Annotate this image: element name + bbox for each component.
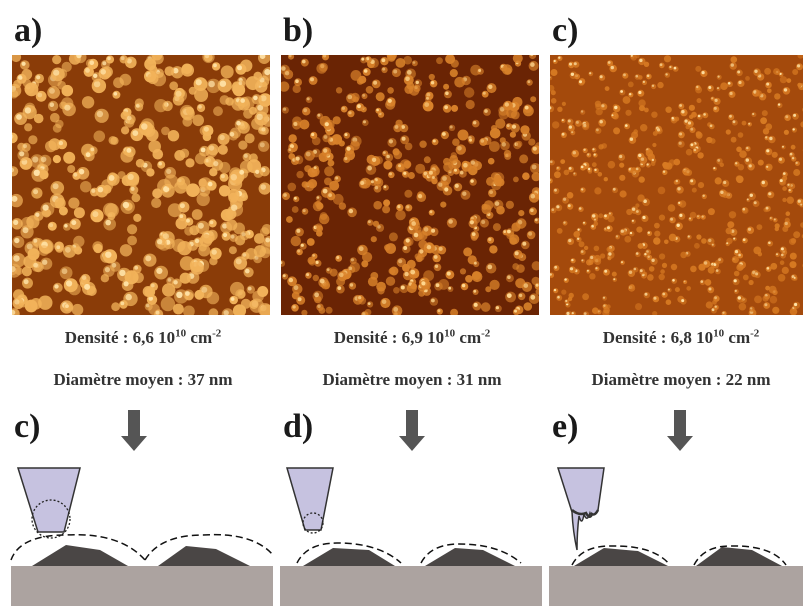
diameter-text-c: Diamètre moyen : 22 nm (591, 370, 771, 389)
tip-scheme-fine (546, 410, 803, 606)
density-text-a: Densité : 6,6 1010 cm-2 (64, 327, 222, 347)
panel-label-c: c) (552, 12, 579, 49)
afm-tip (556, 467, 605, 551)
diameter-text-b: Diamètre moyen : 31 nm (322, 370, 502, 389)
dashed-profile-2 (144, 533, 274, 561)
island-1 (303, 548, 395, 566)
arrow-down-icon (399, 410, 425, 451)
island-2 (425, 548, 515, 566)
dashed-profile-1 (296, 542, 402, 564)
arrow-down-icon (121, 410, 147, 451)
tip-scheme-large (8, 410, 274, 606)
afm-image-b (281, 55, 539, 315)
afm-image-a (12, 55, 270, 315)
diameter-text-a: Diamètre moyen : 37 nm (53, 370, 233, 389)
tip-scheme-medium (277, 410, 542, 606)
density-text-c: Densité : 6,8 1010 cm-2 (602, 327, 760, 347)
dashed-profile-2 (420, 543, 522, 564)
arrow-down-icon (667, 410, 693, 451)
dashed-profile-2 (693, 545, 787, 566)
substrate (11, 566, 273, 606)
afm-tip (16, 467, 81, 533)
afm-tip (286, 467, 334, 531)
tip-contaminant (571, 509, 600, 518)
afm-image-c (550, 55, 803, 315)
island-2 (696, 547, 782, 566)
substrate (280, 566, 542, 606)
scheme-label-e: e) (552, 408, 579, 445)
scheme-label-c: c) (14, 408, 41, 445)
island-1 (32, 545, 128, 566)
island-1 (574, 548, 668, 566)
panel-label-b: b) (283, 12, 314, 49)
tip-apex-circle (31, 499, 71, 539)
scheme-label-d: d) (283, 408, 314, 445)
substrate (549, 566, 803, 606)
island-2 (158, 546, 250, 566)
panel-label-a: a) (14, 12, 43, 49)
density-text-b: Densité : 6,9 1010 cm-2 (333, 327, 491, 347)
dashed-profile-1 (571, 545, 671, 566)
tip-apex-circle (302, 512, 324, 534)
dashed-profile-1 (10, 533, 146, 561)
